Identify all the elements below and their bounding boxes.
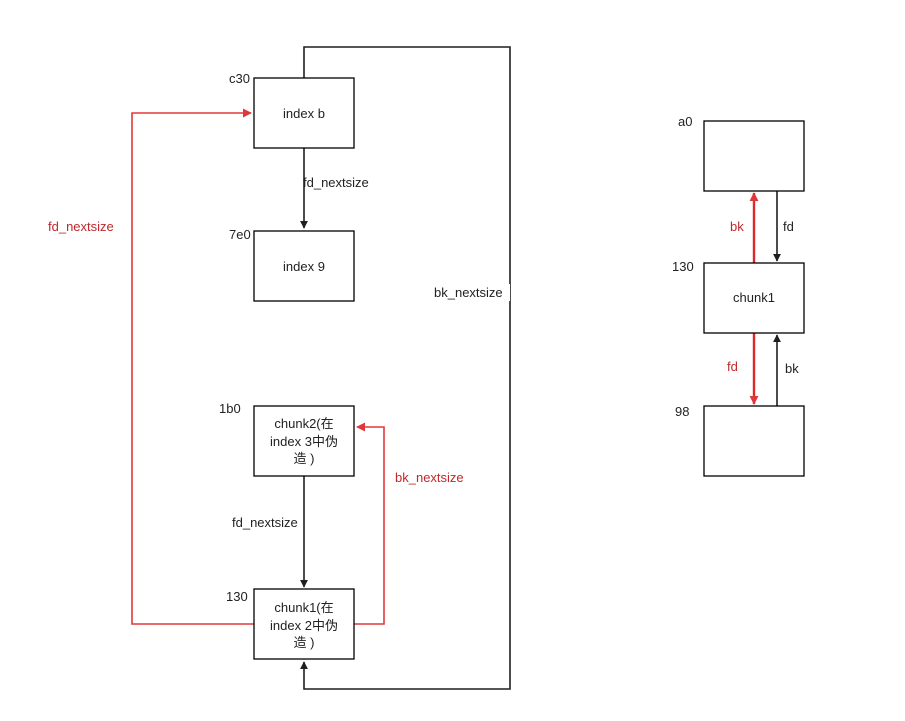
node-chunk2-line1: chunk2(在 xyxy=(274,416,333,431)
edge-right-top-to-chunk1-fd-label: fd xyxy=(783,219,794,234)
node-index-9-label: index 9 xyxy=(283,259,325,274)
edge-right-chunk1-to-bottom-fd-label: fd xyxy=(727,359,738,374)
edge-b-to-chunk1 xyxy=(300,46,511,690)
node-index-b: c30 index b xyxy=(229,71,355,149)
node-index-b-addr: c30 xyxy=(229,71,250,86)
node-index-b-label: index b xyxy=(283,106,325,121)
edge-chunk1-to-b xyxy=(131,108,254,625)
edge-chunk1-to-chunk2 xyxy=(354,422,385,625)
edge-right-chunk1-to-top-bk-label: bk xyxy=(730,219,744,234)
edge-chunk1-to-chunk2-label: bk_nextsize xyxy=(395,470,464,485)
node-chunk2-line3: 造 ) xyxy=(294,451,315,466)
node-chunk2-line2: index 3中伪 xyxy=(270,434,338,449)
node-right-chunk1-label: chunk1 xyxy=(733,290,775,305)
edge-b-to-chunk1-label: bk_nextsize xyxy=(434,285,503,300)
node-right-chunk1-addr: 130 xyxy=(672,259,694,274)
node-chunk2: 1b0 chunk2(在 index 3中伪 造 ) xyxy=(219,401,355,477)
node-right-bottom-addr: 98 xyxy=(675,404,689,419)
node-chunk1-line2: index 2中伪 xyxy=(270,618,338,633)
edge-chunk1-to-b-label: fd_nextsize xyxy=(48,219,114,234)
node-chunk1-addr: 130 xyxy=(226,589,248,604)
edge-chunk2-to-chunk1-label: fd_nextsize xyxy=(232,515,298,530)
node-right-bottom: 98 xyxy=(675,404,805,477)
edge-b-to-9-label: fd_nextsize xyxy=(303,175,369,190)
node-chunk1-line3: 造 ) xyxy=(294,635,315,650)
edge-right-bottom-to-chunk1-bk-label: bk xyxy=(785,361,799,376)
node-index-9: 7e0 index 9 xyxy=(229,227,355,302)
node-index-9-addr: 7e0 xyxy=(229,227,251,242)
node-chunk1-line1: chunk1(在 xyxy=(274,600,333,615)
node-right-top-addr: a0 xyxy=(678,114,692,129)
node-right-top: a0 xyxy=(678,114,805,192)
node-chunk2-addr: 1b0 xyxy=(219,401,241,416)
node-chunk1: 130 chunk1(在 index 2中伪 造 ) xyxy=(226,588,355,660)
edge-b-to-chunk1-label-bg xyxy=(430,284,510,301)
node-right-chunk1: 130 chunk1 xyxy=(672,259,805,334)
